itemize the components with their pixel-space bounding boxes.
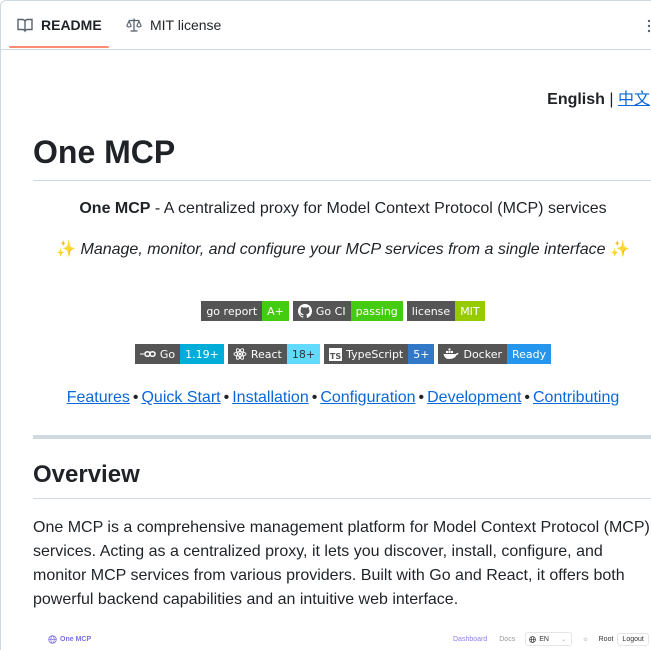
badge-go-version[interactable]: Go 1.19+ [134,344,224,364]
scale-icon [126,17,142,33]
lang-chinese-link[interactable]: 中文 [617,91,650,108]
badge-value: passing [350,301,403,321]
toc-separator: • [311,389,318,406]
badge-label-wrap: Go CI [292,301,351,321]
badge-label: TypeScript [346,347,404,361]
more-options-icon[interactable] [646,18,651,34]
badge-value: A+ [262,301,289,321]
preview-language-value: EN [539,635,549,643]
toc-link-quick-start[interactable]: Quick Start [141,389,221,406]
toc-link-development[interactable]: Development [427,389,522,406]
typescript-icon: TS [329,347,343,361]
globe-icon [48,635,57,644]
github-icon [297,304,312,318]
badge-value: 5+ [408,344,435,364]
badge-label-wrap: Go [134,344,181,364]
svg-text:TS: TS [330,352,341,361]
toc-separator: • [524,389,530,406]
chevron-down-icon: ⌄ [561,636,567,643]
preview-nav-dashboard: Dashboard [453,635,488,643]
preview-nav-docs: Docs [499,635,516,643]
badge-license[interactable]: license MIT [406,301,485,321]
toc-separator: • [223,389,230,406]
toc-link-contributing[interactable]: Contributing [533,389,620,406]
badge-typescript-version[interactable]: TS TypeScript 5+ [324,344,435,364]
overview-paragraph: One MCP is a comprehensive management pl… [33,519,650,608]
toc-link-configuration[interactable]: Configuration [320,389,416,406]
badge-react-version[interactable]: React 18+ [227,344,321,364]
tagline-text: - A centralized proxy for Model Context … [150,200,607,217]
sun-icon: ☼ [582,635,589,643]
book-icon [17,17,33,33]
badge-label: Docker [463,347,502,361]
tab-mit-license[interactable]: MIT license [126,0,221,50]
toc-separator: • [418,389,425,406]
horizontal-rule [33,435,651,439]
tab-readme[interactable]: README [17,0,102,50]
lang-english: English [547,91,605,108]
preview-logo-text: One MCP [60,636,92,643]
badge-label-wrap: TS TypeScript [324,344,409,364]
badge-value: 1.19+ [180,344,224,364]
app-screenshot-preview: One MCP Dashboard Docs EN ⌄ ☼ Root Logou… [33,625,651,650]
badge-docker[interactable]: Docker Ready [438,344,552,364]
active-tab-indicator [9,46,109,48]
badges-row-2: Go 1.19+ React 18+ TS TypeScript 5+ Dock… [33,344,651,364]
toc-separator: • [132,389,139,406]
badge-go-report[interactable]: go report A+ [201,301,289,321]
badge-label-wrap: Docker [438,344,507,364]
badge-label: React [250,347,282,361]
preview-user-name: Root [598,635,614,643]
readme-tab-bar: README MIT license [0,0,651,50]
go-icon [139,350,156,358]
globe-icon [529,635,536,643]
tab-license-label: MIT license [150,17,222,33]
react-icon [233,348,247,360]
badge-value: Ready [507,344,552,364]
badge-go-ci[interactable]: Go CI passing [292,301,403,321]
toc-link-features[interactable]: Features [66,389,130,406]
table-of-contents: Features•Quick Start•Installation•Config… [33,389,651,407]
language-switch: English | 中文 [547,85,650,109]
docker-icon [443,348,459,359]
badge-value: MIT [455,301,485,321]
badges-row-1: go report A+ Go CI passing license MIT [33,301,651,321]
badge-label: Go CI [315,304,346,318]
badge-label: Go [159,347,176,361]
preview-nav: Dashboard Docs EN ⌄ ☼ Root Logout [453,632,649,646]
preview-logo: One MCP [48,635,91,644]
badge-value: 18+ [286,344,321,364]
overview-heading: Overview [33,460,651,499]
tagline: One MCP - A centralized proxy for Model … [33,200,651,218]
badge-label-wrap: React [227,344,287,364]
preview-language-select: EN ⌄ [525,632,573,646]
subtagline: ✨ Manage, monitor, and configure your MC… [33,239,651,259]
subtagline-text: Manage, monitor, and configure your MCP … [76,241,610,258]
toc-link-installation[interactable]: Installation [232,389,309,406]
badge-label: license [406,301,456,321]
badge-label: go report [201,301,263,321]
page-title: One MCP [33,132,651,181]
preview-logout-button: Logout [617,632,649,646]
tab-readme-label: README [41,17,102,33]
sparkles-icon: ✨ [56,241,77,258]
sparkles-icon: ✨ [609,241,630,258]
tagline-bold: One MCP [79,200,151,217]
lang-separator: | [609,91,614,108]
